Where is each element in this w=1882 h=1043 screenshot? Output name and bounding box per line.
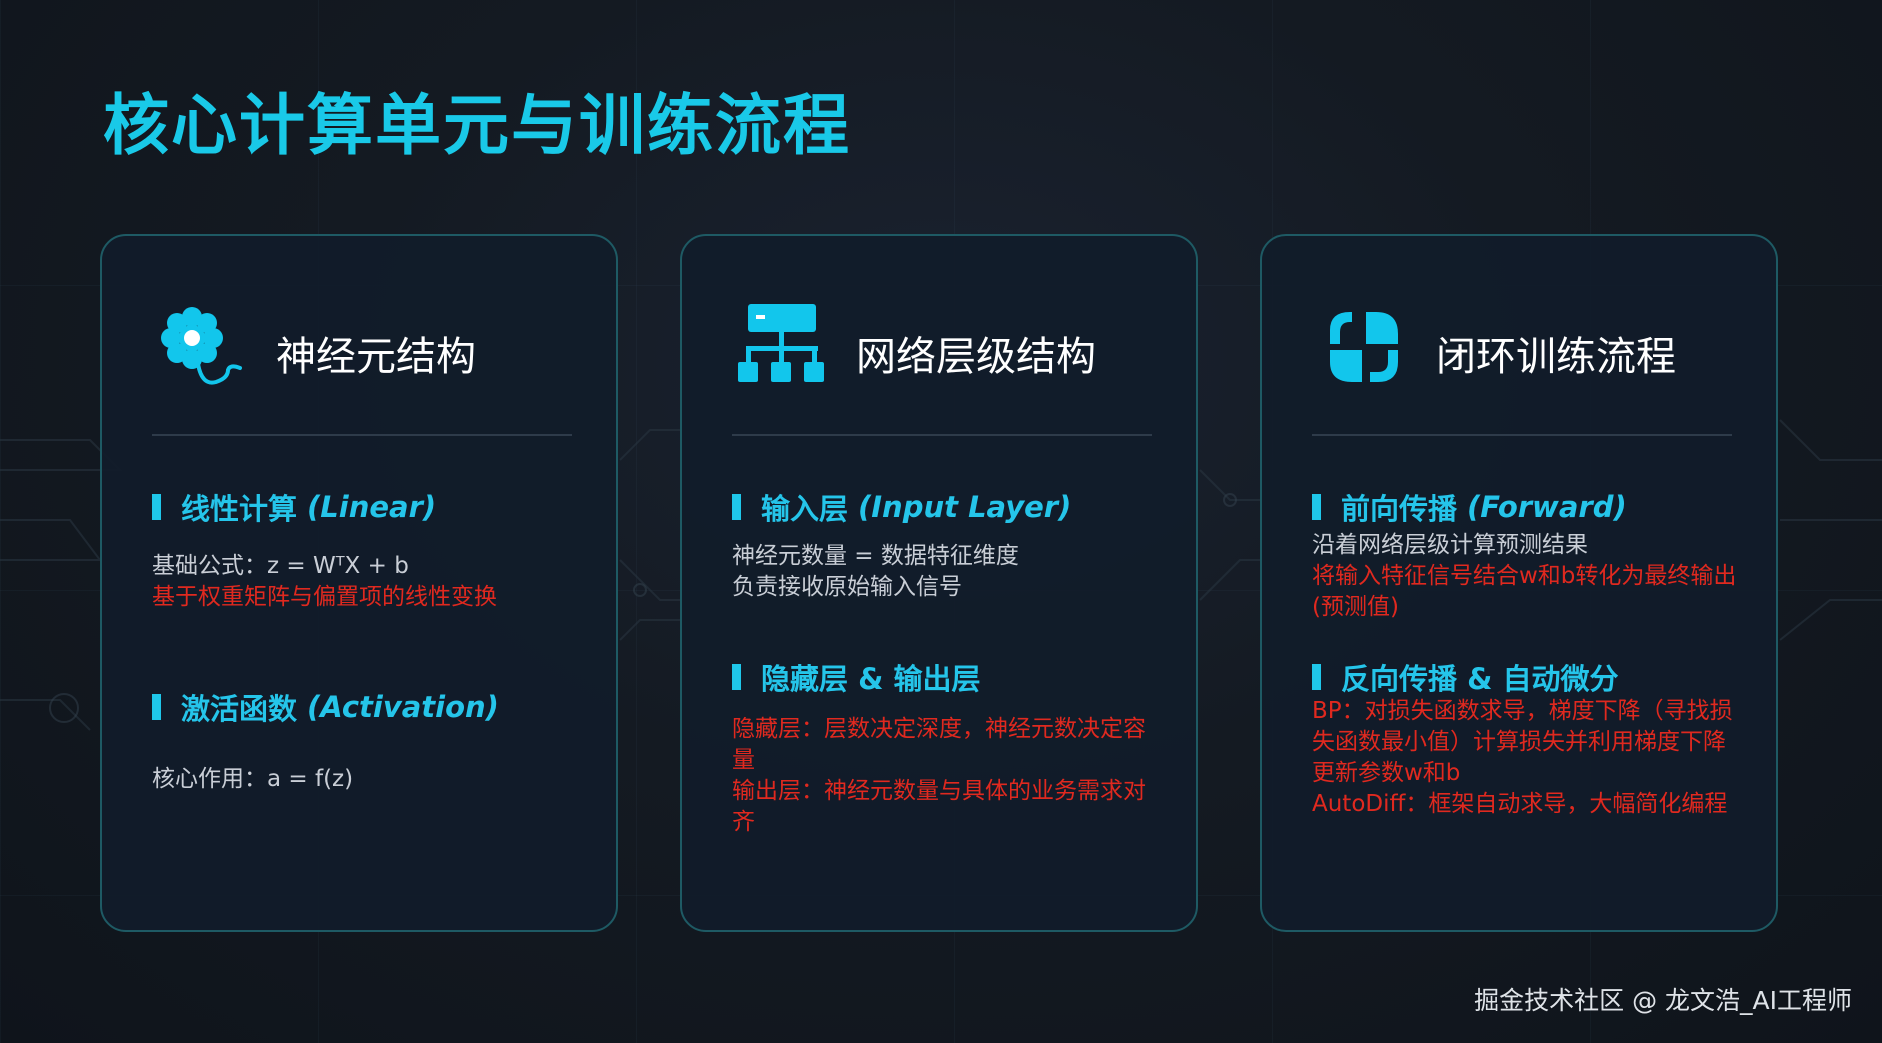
card-title: 网络层级结构: [856, 334, 1096, 380]
card-header: 神经元结构: [152, 304, 572, 394]
formula-line: 基础公式：z = WᵀX + b: [152, 553, 409, 579]
section-title-text: 反向传播 & 自动微分: [1341, 662, 1619, 696]
section-title-activation: 激活函数 (Activation): [152, 686, 499, 728]
divider: [732, 434, 1152, 436]
formula-line: 核心作用：a = f(z): [152, 766, 354, 792]
neuron-icon: [161, 307, 242, 385]
section-title-text: 激活函数: [181, 692, 298, 726]
section-title-text: 输入层: [761, 492, 849, 526]
section-title-text: 线性计算: [181, 492, 298, 526]
section-title-en: (Linear): [307, 490, 437, 524]
description-line: BP：对损失函数求导，梯度下降（寻找损失函数最小值）计算损失并利用梯度下降更新参…: [1312, 698, 1733, 786]
description-line: 输出层：神经元数量与具体的业务需求对齐: [732, 778, 1146, 835]
hierarchy-icon: [738, 304, 824, 382]
divider: [152, 434, 572, 436]
description-line: 负责接收原始输入信号: [732, 574, 962, 600]
card-network-layers: 网络层级结构 输入层 (Input Layer) 神经元数量 = 数据特征维度 …: [680, 234, 1198, 932]
description-line: 基于权重矩阵与偏置项的线性变换: [152, 584, 497, 610]
section-bar: [1312, 494, 1321, 520]
section-title-en: (Activation): [307, 690, 499, 724]
section-bar: [1312, 664, 1321, 690]
description-line: 将输入特征信号结合w和b转化为最终输出(预测值): [1312, 563, 1737, 620]
description-line: AutoDiff：框架自动求导，大幅简化编程: [1312, 791, 1728, 817]
card-title: 神经元结构: [276, 334, 476, 380]
section-bar: [152, 494, 161, 520]
section-bar: [152, 694, 161, 720]
section-title-en: (Input Layer): [858, 490, 1072, 524]
section-title-linear: 线性计算 (Linear): [152, 486, 436, 528]
section-title-forward: 前向传播 (Forward): [1312, 486, 1627, 528]
divider: [1312, 434, 1732, 436]
section-bar: [732, 494, 741, 520]
section-title-input-layer: 输入层 (Input Layer): [732, 486, 1071, 528]
section-bar: [732, 664, 741, 690]
card-title: 闭环训练流程: [1436, 334, 1676, 380]
section-title-text: 前向传播: [1341, 492, 1458, 526]
section-title-text: 隐藏层 & 输出层: [761, 662, 981, 696]
card-neuron-structure: 神经元结构 线性计算 (Linear) 基础公式：z = WᵀX + b 基于权…: [100, 234, 618, 932]
page-title: 核心计算单元与训练流程: [103, 87, 851, 164]
card-header: 闭环训练流程: [1312, 304, 1732, 394]
description-line: 隐藏层：层数决定深度，神经元数决定容量: [732, 716, 1146, 773]
description-line: 神经元数量 = 数据特征维度: [732, 543, 1019, 569]
description-line: 沿着网络层级计算预测结果: [1312, 532, 1588, 558]
watermark: 掘金技术社区 @ 龙文浩_AI工程师: [1474, 986, 1852, 1015]
card-header: 网络层级结构: [732, 304, 1152, 394]
loop-icon: [1330, 312, 1398, 382]
section-title-backprop: 反向传播 & 自动微分: [1312, 656, 1618, 698]
card-training-loop: 闭环训练流程 前向传播 (Forward) 沿着网络层级计算预测结果 将输入特征…: [1260, 234, 1778, 932]
section-title-en: (Forward): [1467, 490, 1627, 524]
section-title-hidden-output: 隐藏层 & 输出层: [732, 656, 980, 698]
